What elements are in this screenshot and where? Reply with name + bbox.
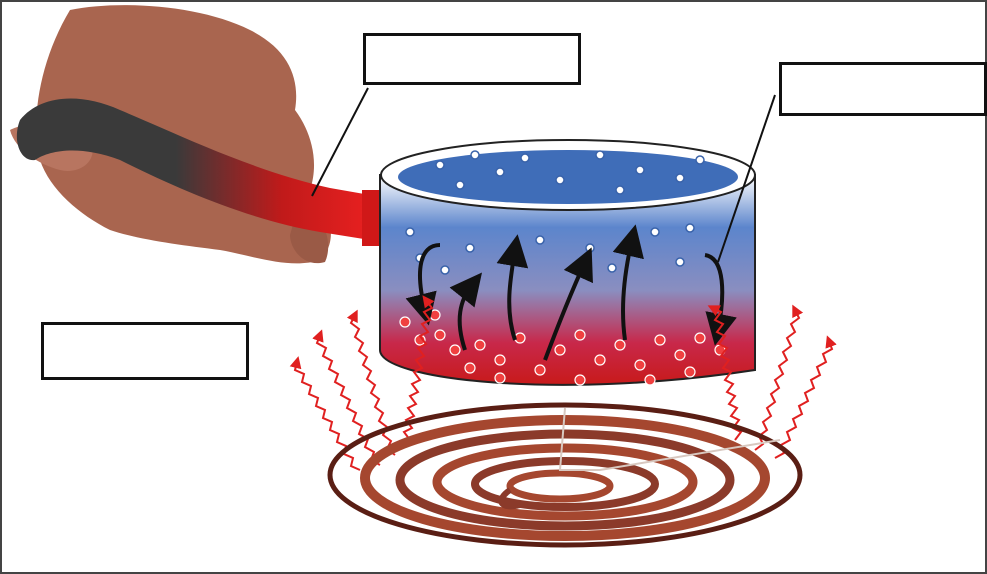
water-surface	[398, 150, 738, 204]
label-box-top[interactable]	[363, 33, 581, 85]
stove-coil-icon	[330, 405, 800, 545]
label-box-left[interactable]	[41, 322, 249, 380]
handle-bracket	[362, 190, 380, 246]
label-box-right[interactable]	[779, 62, 987, 116]
pointer-line-top	[312, 88, 368, 196]
